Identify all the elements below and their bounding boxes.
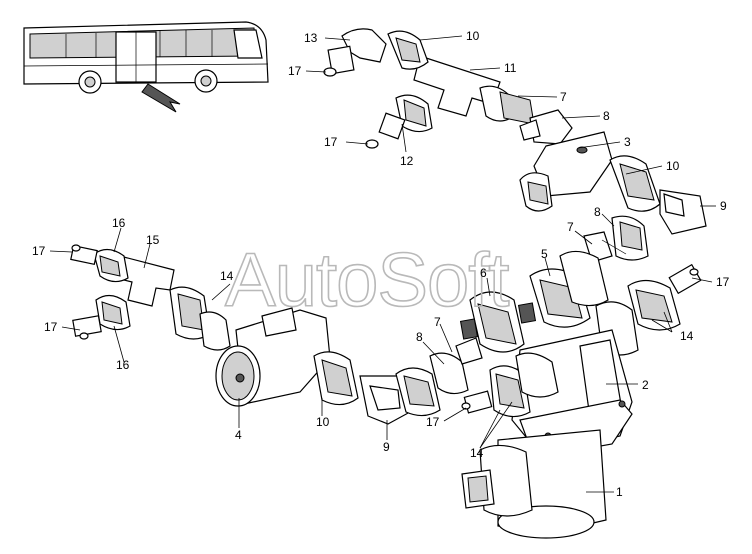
tee-15 bbox=[70, 244, 175, 340]
callout-label: 17 bbox=[716, 275, 730, 289]
tee-11 bbox=[387, 30, 535, 133]
fitting-12 bbox=[365, 112, 406, 149]
callout-label: 7 bbox=[567, 220, 574, 234]
solenoid-6 bbox=[455, 291, 525, 365]
coupling-14-left bbox=[169, 286, 231, 351]
elbow-9-lower bbox=[359, 375, 411, 425]
callout-label: 15 bbox=[146, 233, 160, 247]
callout-label: 7 bbox=[560, 90, 567, 104]
watermark: AutoSoft bbox=[225, 238, 509, 323]
base-1 bbox=[461, 429, 607, 539]
fitting-14-17-lower bbox=[461, 352, 559, 418]
coupling-10-lower bbox=[313, 351, 359, 406]
callout-label: 14 bbox=[470, 446, 484, 460]
leader-lines bbox=[49, 35, 716, 493]
callout-label: 8 bbox=[594, 205, 601, 219]
callout-label: 12 bbox=[400, 154, 414, 168]
valve-3 bbox=[519, 131, 613, 212]
callout-label: 9 bbox=[720, 199, 727, 213]
callout-label: 5 bbox=[541, 247, 548, 261]
callout-label: 10 bbox=[466, 29, 480, 43]
callout-label: 17 bbox=[32, 244, 46, 258]
callout-label: 6 bbox=[480, 266, 487, 280]
callout-label: 7 bbox=[434, 315, 441, 329]
callout-label: 11 bbox=[504, 61, 517, 75]
coupling-7-8-center bbox=[395, 352, 469, 417]
connector-8-upper bbox=[519, 109, 573, 145]
callout-label: 2 bbox=[642, 378, 649, 392]
callout-label: 3 bbox=[624, 135, 631, 149]
callout-label: 9 bbox=[383, 440, 390, 454]
callout-label: 10 bbox=[316, 415, 330, 429]
callout-label: 16 bbox=[116, 358, 130, 372]
callout-label: 14 bbox=[680, 329, 694, 343]
elbow-9-upper bbox=[659, 189, 707, 235]
callout-label: 17 bbox=[324, 135, 338, 149]
callout-label: 14 bbox=[220, 269, 234, 283]
bus-thumbnail bbox=[23, 21, 269, 113]
callout-label: 16 bbox=[112, 216, 126, 230]
callout-label: 8 bbox=[416, 330, 423, 344]
callout-label: 13 bbox=[304, 31, 318, 45]
callout-label: 17 bbox=[288, 64, 302, 78]
elbow-13 bbox=[323, 28, 387, 77]
gauge-4 bbox=[215, 307, 331, 407]
callout-label: 10 bbox=[666, 159, 680, 173]
fitting-7-8-right bbox=[583, 215, 649, 263]
callout-label: 17 bbox=[44, 320, 58, 334]
callout-label: 1 bbox=[616, 485, 623, 499]
callout-labels: 13 10 17 11 7 8 17 12 3 10 9 8 7 16 15 1… bbox=[32, 29, 730, 499]
solenoid-5 bbox=[517, 250, 609, 328]
callout-label: 4 bbox=[235, 428, 242, 442]
coupling-10-upper bbox=[609, 155, 661, 212]
callout-label: 8 bbox=[603, 109, 610, 123]
callout-label: 17 bbox=[426, 415, 440, 429]
